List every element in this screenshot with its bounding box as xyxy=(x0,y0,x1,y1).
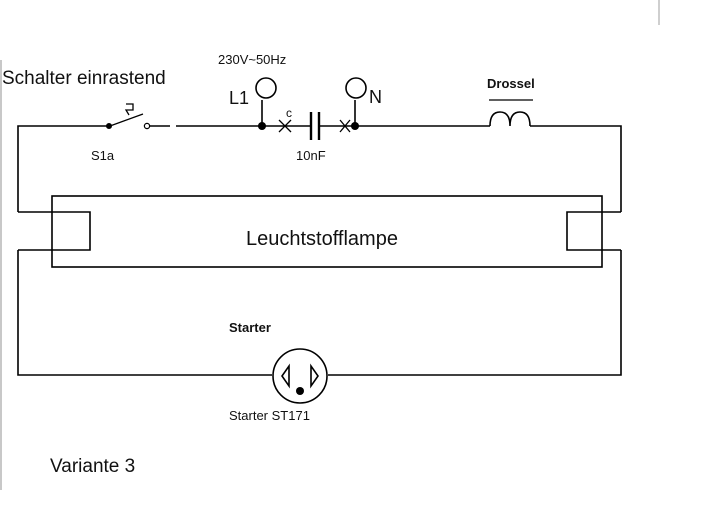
top-wire xyxy=(17,125,622,212)
starter-type: Starter ST171 xyxy=(229,408,310,423)
capacitor-value: 10nF xyxy=(296,148,326,163)
n-label: N xyxy=(369,87,382,107)
starter-st171 xyxy=(272,348,328,404)
starter-title: Starter xyxy=(229,320,271,335)
supply-terminals xyxy=(255,77,367,130)
l1-terminal xyxy=(255,77,277,99)
l1-label: L1 xyxy=(229,88,249,108)
switch-title: Schalter einrastend xyxy=(2,68,166,89)
variant-label: Variante 3 xyxy=(50,456,135,477)
switch-id: S1a xyxy=(91,148,115,163)
choke-label: Drossel xyxy=(487,76,535,91)
switch-s1a xyxy=(106,103,151,130)
supply-label: 230V~50Hz xyxy=(218,52,286,67)
fluorescent-lamp xyxy=(18,195,621,268)
n-terminal xyxy=(345,77,367,99)
capacitor-mark: c xyxy=(286,106,292,120)
choke-coil xyxy=(489,99,533,127)
lamp-label: Leuchtstofflampe xyxy=(246,228,398,250)
capacitor xyxy=(278,112,351,140)
bottom-wire xyxy=(17,250,622,376)
